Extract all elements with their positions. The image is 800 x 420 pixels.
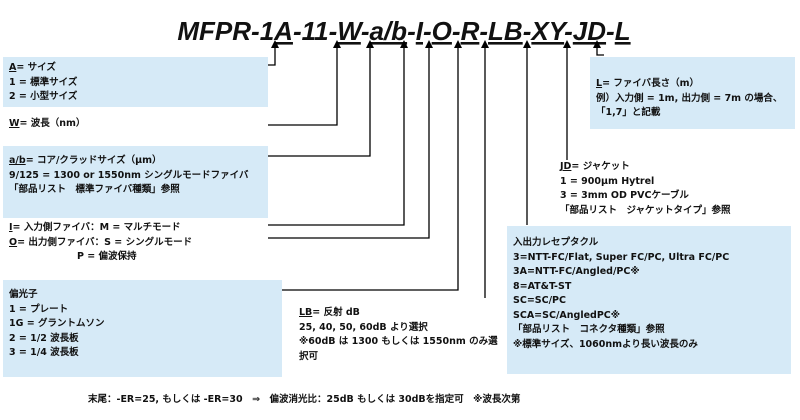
length-line-3: 「1,7」と記載 [596,107,661,118]
jacket-line-1: = ジャケット [571,161,630,172]
title-segment-14: - [523,16,532,46]
leader-i [268,43,405,226]
size-line-2: 1 = 標準サイズ [9,76,78,88]
size-line-3: 2 = 小型サイズ [9,91,78,102]
wavelength-key: W [9,118,20,129]
title-segment-18: - [606,16,615,46]
core-clad-key: a/b [9,155,26,166]
title-segment-8: - [423,16,432,46]
arrowhead-lb [481,40,489,48]
connector-box: 入出力レセプタクル 3=NTT-FC/Flat, Super FC/PC, Ul… [507,226,791,374]
title-segment-0: MFPR-1 [177,16,274,46]
fiber-pm-text: P = 偏波保持 [77,251,137,262]
length-box: L= ファイバ長さ（m） 例）入力側 = 1m, 出力側 = 7m の場合、 「… [590,57,795,129]
title-segment-17: JD [573,16,606,46]
connector-line-4: 8=AT&T-ST [513,280,572,292]
jacket-key: JD [560,161,572,172]
title-segment-5: a/b [370,16,408,46]
arrowhead-w [333,40,341,48]
core-clad-line-2: 9/125 = 1300 or 1550nm シングルモードファイバ [9,169,249,181]
fiber-box: I= 入力側ファイバ：M = マルチモード O= 出力側ファイバ：S = シング… [3,219,268,269]
part-number-title: MFPR-1A-11-W-a/b-I-O-R-LB-XY-JD-L [177,16,630,46]
fiber-input-key: I [9,222,13,233]
jacket-line-2: 1 = 900μm Hytrel [560,175,655,187]
return-loss-line-3: ※60dB は 1300 もしくは 1550nm のみ選 [299,336,498,347]
jacket-box: JD= ジャケット 1 = 900μm Hytrel 3 = 3mm OD PV… [560,160,770,222]
title-segment-7: I [416,16,424,46]
polarizer-line-2: 1 = プレート [9,303,69,315]
arrowhead-l [593,40,601,48]
connector-line-1: 入出力レセプタクル [513,237,599,248]
connector-line-3: 3A=NTT-FC/Angled/PC※ [513,266,640,277]
polarizer-line-1: 偏光子 [9,289,38,300]
leader-o [268,43,430,239]
footnote: 末尾：-ER=25, もしくは -ER=30 ⇒ 偏波消光比：25dB もしくは… [88,394,521,405]
title-segment-11: R [461,16,480,46]
title-segment-6: - [407,16,416,46]
arrowhead-xy [523,40,531,48]
fiber-output-key: O [9,236,18,248]
polarizer-line-4: 2 = 1/2 波長板 [9,332,79,344]
connector-line-8: ※標準サイズ、1060nmより長い波長のみ [513,338,698,350]
fiber-output-text: = 出力側ファイバ：S = シングルモード [17,236,193,248]
polarizer-line-3: 1G = グラントムソン [9,318,105,329]
title-segment-2: -11- [293,16,337,46]
leader-w [268,43,338,126]
return-loss-key: LB [299,307,313,318]
return-loss-box: LB= 反射 dB 25, 40, 50, 60dB より選択 ※60dB は … [297,298,512,366]
core-clad-line-3: 「部品リスト 標準ファイバ種類」参照 [9,184,180,195]
title-segment-10: - [452,16,461,46]
arrowhead-jd [563,40,571,48]
jacket-line-3: 3 = 3mm OD PVCケーブル [560,190,689,201]
title-segment-1: A [273,16,293,46]
core-clad-line-1: = コア/クラッドサイズ（μm） [25,155,162,166]
title-segment-16: - [564,16,573,46]
connector-line-5: SC=SC/PC [513,295,566,306]
connector-line-2: 3=NTT-FC/Flat, Super FC/PC, Ultra FC/PC [513,251,730,263]
leader-a [268,43,276,66]
wavelength-box: W= 波長（nm） [3,117,268,135]
connector-line-7: 「部品リスト コネクタ種類」参照 [513,324,665,335]
polarizer-box: 偏光子 1 = プレート 1G = グラントムソン 2 = 1/2 波長板 3 … [3,280,282,377]
connector-line-6: SCA=SC/AngledPC※ [513,309,620,321]
leader-r [282,43,459,291]
polarizer-line-5: 3 = 1/4 波長板 [9,347,79,358]
title-segment-12: - [479,16,488,46]
title-segment-9: O [432,16,452,46]
core-clad-box: a/b= コア/クラッドサイズ（μm） 9/125 = 1300 or 1550… [3,146,268,218]
title-segment-15: XY [529,16,568,46]
size-box: A= サイズ 1 = 標準サイズ 2 = 小型サイズ [3,57,268,107]
fiber-input-text: = 入力側ファイバ：M = マルチモード [12,222,181,233]
jacket-line-4: 「部品リスト ジャケットタイプ」参照 [560,204,731,216]
arrowhead-ab [366,40,374,48]
length-key: L [596,78,603,89]
return-loss-line-4: 択可 [299,350,319,362]
arrowhead-i [400,40,408,48]
length-line-1: = ファイバ長さ（m） [602,78,700,89]
title-segment-4: - [361,16,370,46]
size-key: A [9,62,17,73]
arrowhead-a [271,40,279,48]
return-loss-line-1: = 反射 dB [312,307,360,318]
title-segment-13: LB [488,16,523,46]
length-line-2: 例）入力側 = 1m, 出力側 = 7m の場合、 [596,92,783,104]
size-line-1: = サイズ [16,62,56,73]
return-loss-line-2: 25, 40, 50, 60dB より選択 [299,321,428,333]
wavelength-line-1: = 波長（nm） [19,118,86,129]
arrowhead-o [425,40,433,48]
arrowhead-r [454,40,462,48]
leader-ab [268,43,371,157]
title-segment-19: L [615,16,631,46]
svg-text:MFPR-1A-11-W-a/b-I-O-R-LB-XY-J: MFPR-1A-11-W-a/b-I-O-R-LB-XY-JD-L [177,16,630,46]
title-segment-3: W [337,16,364,46]
